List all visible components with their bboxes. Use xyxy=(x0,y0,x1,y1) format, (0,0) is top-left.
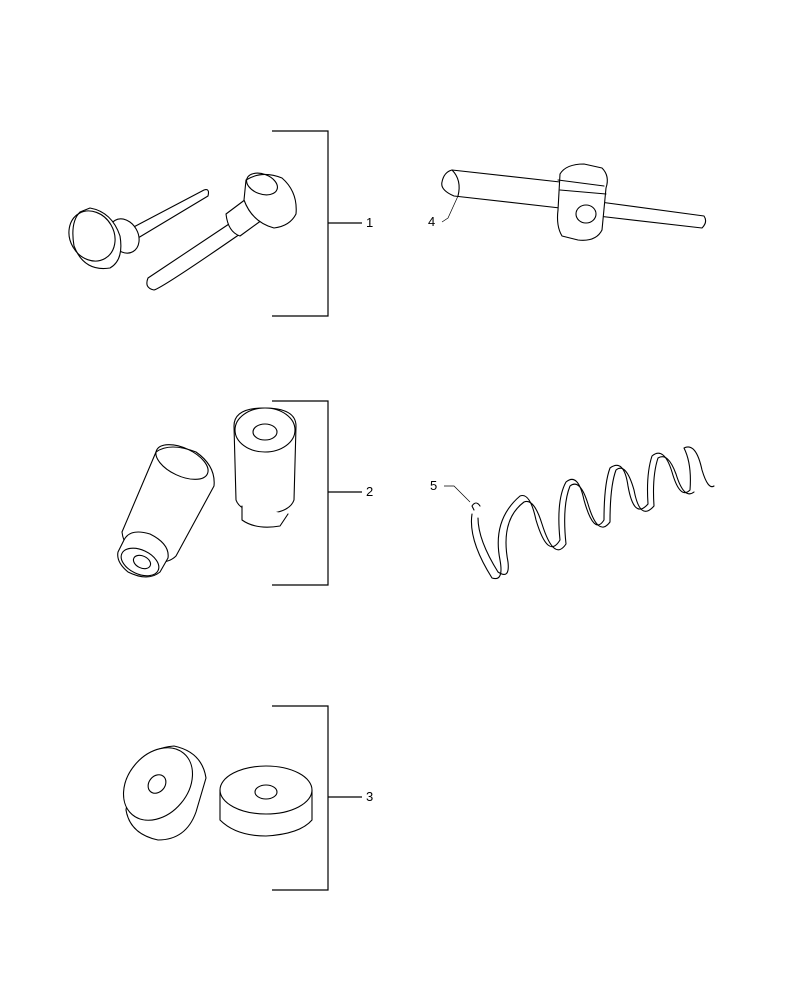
callout-2: 2 xyxy=(366,484,373,499)
bracket-2 xyxy=(272,400,329,586)
bushing-left xyxy=(117,444,215,578)
part-2-bushings xyxy=(117,407,297,578)
pin-left xyxy=(68,189,210,270)
pin-right xyxy=(146,172,297,291)
leader-5 xyxy=(444,485,471,503)
bushing-right xyxy=(233,407,297,528)
bracket-3 xyxy=(272,705,329,891)
part-1-pins xyxy=(68,172,297,291)
part-3-washers xyxy=(122,745,313,841)
washer-right xyxy=(219,765,313,837)
part-5-spring xyxy=(470,446,715,580)
callout-1: 1 xyxy=(366,215,373,230)
callout-4: 4 xyxy=(428,214,435,229)
leader-4 xyxy=(441,195,459,223)
part-4-clip-pin xyxy=(441,163,707,241)
callout-3: 3 xyxy=(366,789,373,804)
callout-5: 5 xyxy=(430,478,437,493)
washer-left xyxy=(122,745,207,841)
